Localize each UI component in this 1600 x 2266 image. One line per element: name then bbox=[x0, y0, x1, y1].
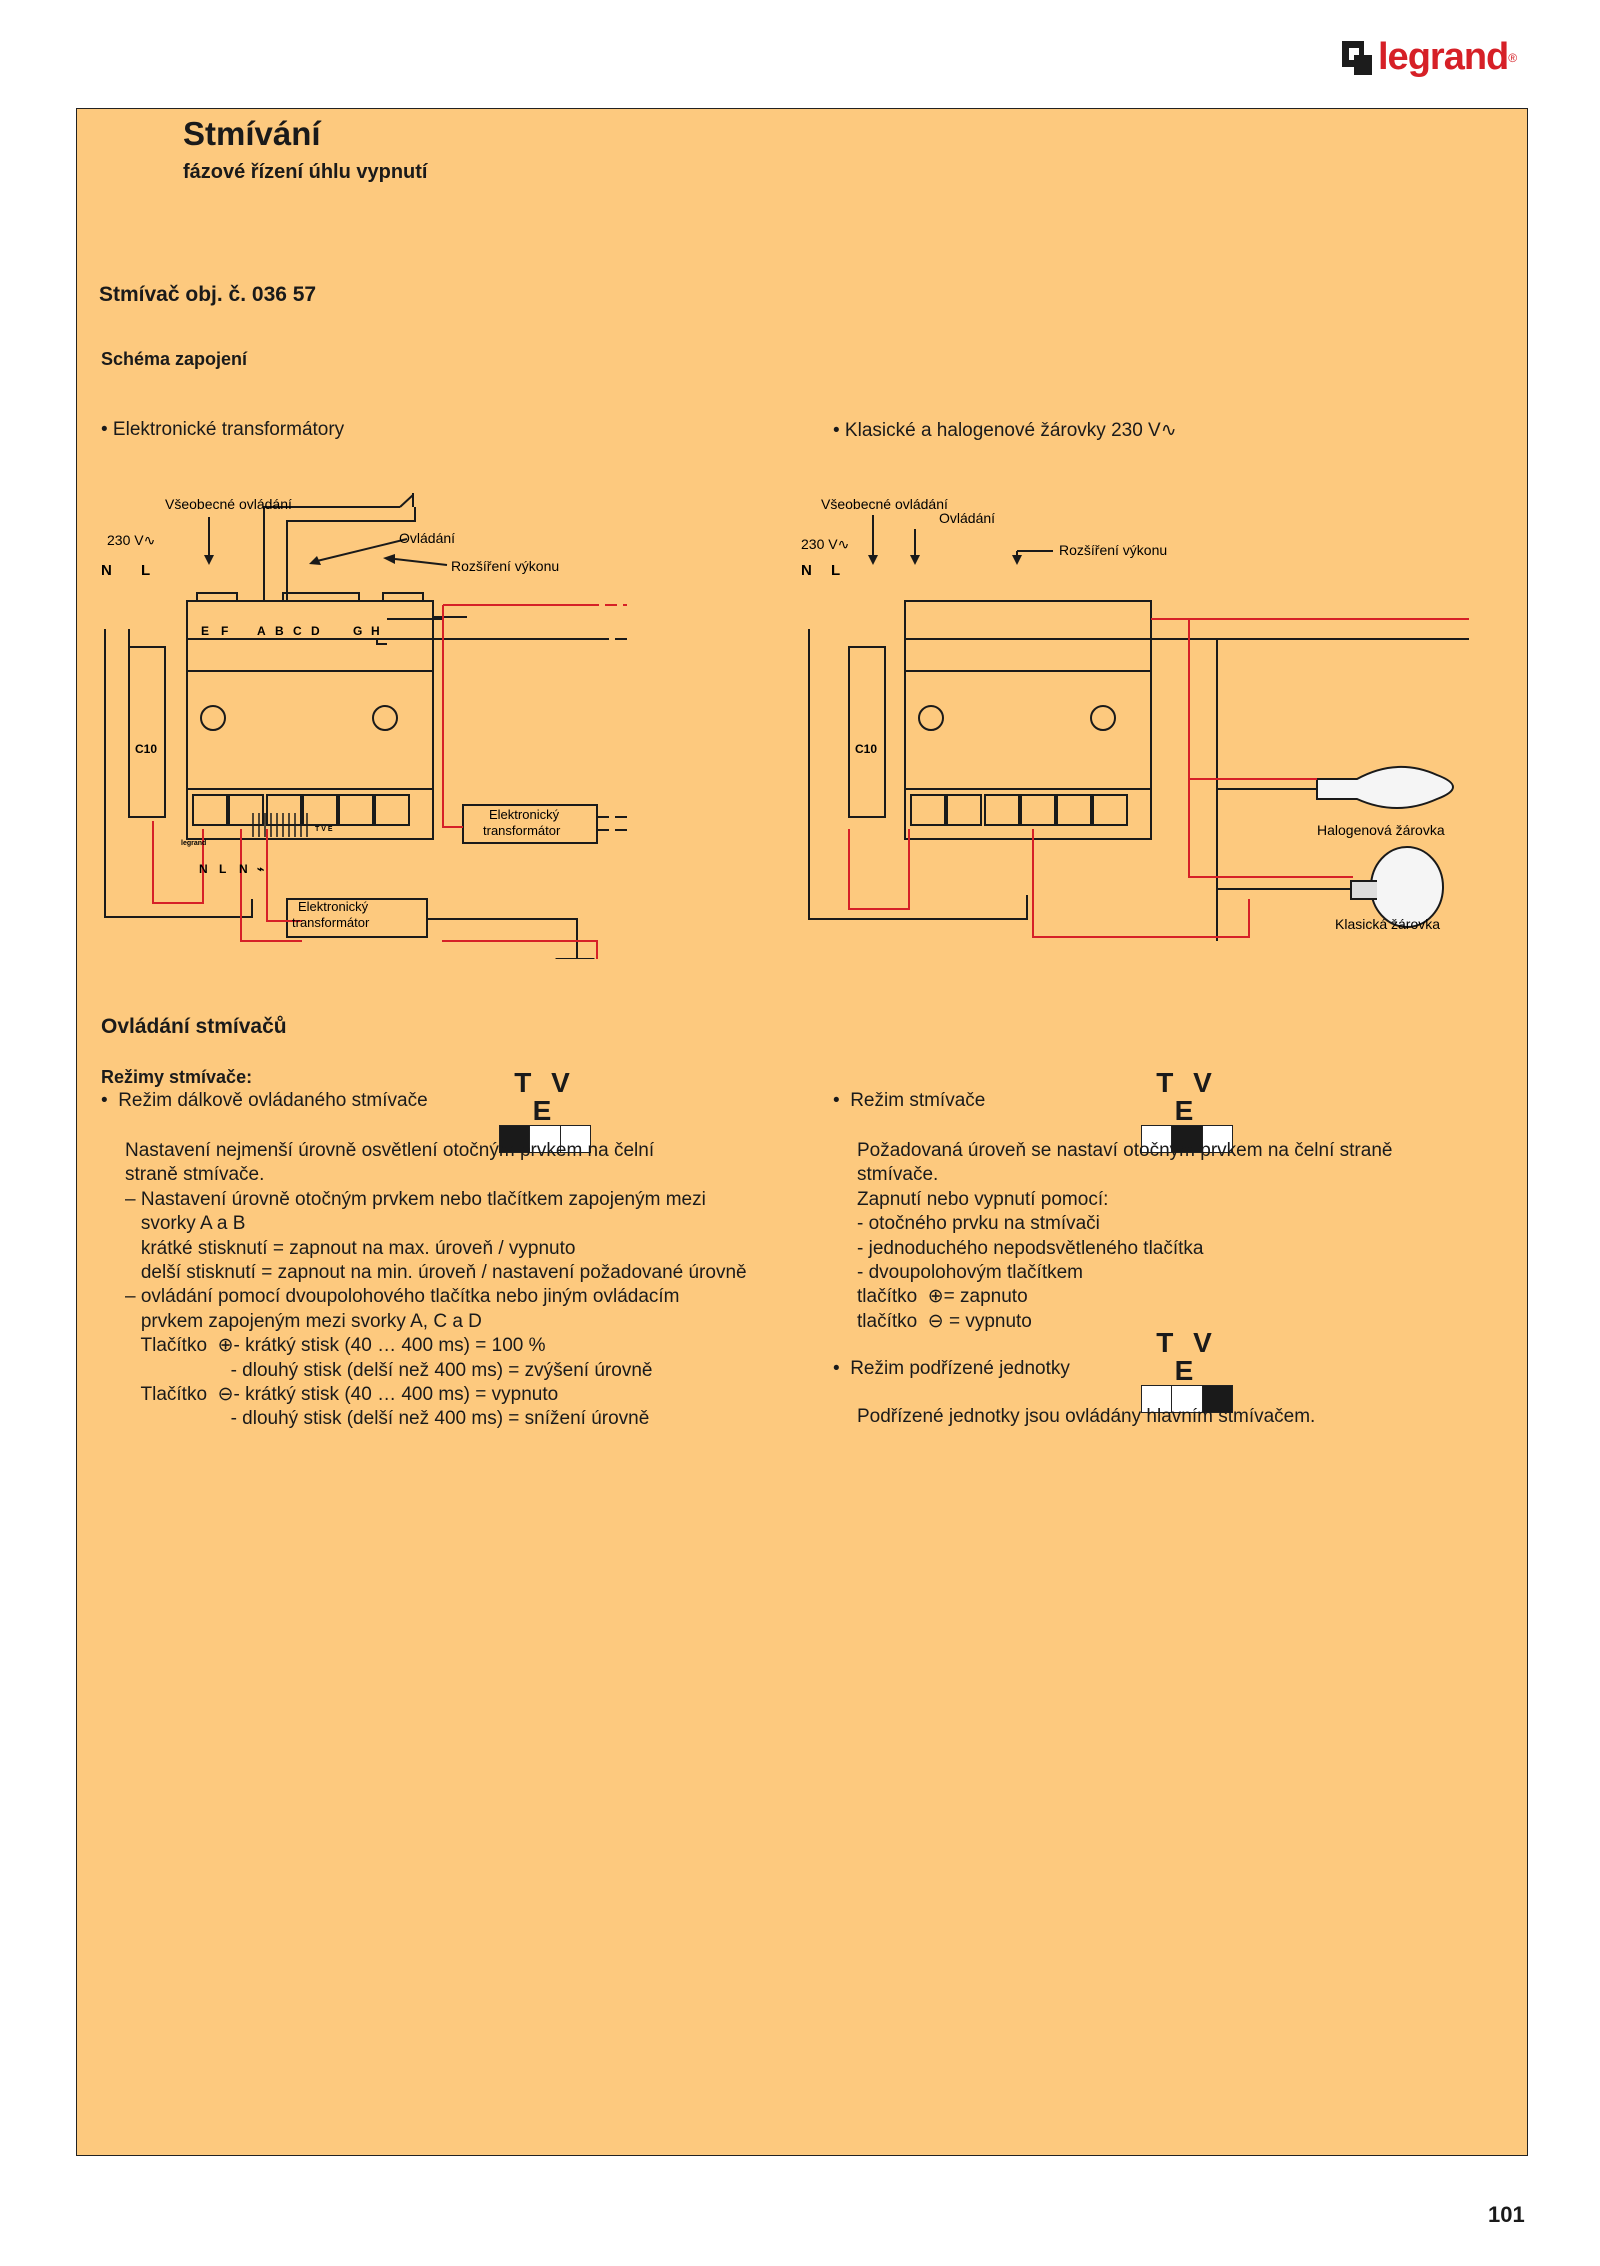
remote-line-10: - dlouhý stisk (delší než 400 ms) = zvýš… bbox=[125, 1359, 653, 1381]
remote-tve-letters: T V E bbox=[514, 1067, 576, 1126]
legrand-logo: legrand ® bbox=[1342, 36, 1517, 79]
dimmer-line-8: tlačítko ⊖ = vypnuto bbox=[857, 1310, 1032, 1332]
left-terminal-a: A bbox=[257, 624, 266, 638]
dimmer-line-7: tlačítko ⊕= zapnuto bbox=[857, 1286, 1028, 1308]
left-power-ext-label: Rozšíření výkonu bbox=[451, 558, 559, 574]
page-title: Stmívání bbox=[183, 115, 321, 152]
left-terminal-e: E bbox=[201, 624, 209, 638]
right-l-label: L bbox=[831, 562, 840, 579]
left-lower-transformer-label-1: Elektronický bbox=[298, 899, 369, 914]
schema-heading: Schéma zapojení bbox=[101, 349, 248, 369]
dimmer-line-5: - jednoduchého nepodsvětleného tlačítka bbox=[857, 1237, 1204, 1259]
left-terminal-g: G bbox=[353, 624, 362, 638]
left-terminal-n2: N bbox=[239, 862, 248, 876]
left-general-control-label: Všeobecné ovládání bbox=[165, 496, 292, 512]
remote-line-5: krátké stisknutí = zapnout na max. úrove… bbox=[125, 1237, 576, 1259]
right-diagram-caption: • Klasické a halogenové žárovky 230 V∿ bbox=[833, 420, 1177, 441]
dimmer-tve-boxes bbox=[1141, 1125, 1233, 1153]
slave-tve-indicator: T V E bbox=[1139, 1329, 1235, 1413]
remote-line-4: svorky A a B bbox=[125, 1213, 246, 1235]
remote-line-3: – Nastavení úrovně otočným prvkem nebo t… bbox=[125, 1188, 706, 1210]
left-tve-mini: T V E bbox=[315, 826, 333, 833]
dimmer-line-1: Požadovaná úroveň se nastaví otočným prv… bbox=[857, 1140, 1393, 1161]
slave-mode-title: • Režim podřízené jednotky bbox=[833, 1358, 1070, 1379]
tve-box-e bbox=[1202, 1126, 1232, 1152]
tve-box-e bbox=[560, 1126, 590, 1152]
slave-mode-body: Podřízené jednotky jsou ovládány hlavním… bbox=[857, 1406, 1316, 1427]
controls-heading: Ovládání stmívačů bbox=[101, 1015, 287, 1038]
brand-name: legrand bbox=[1378, 36, 1509, 78]
page-subtitle: fázové řízení úhlu vypnutí bbox=[183, 161, 428, 183]
right-n-label: N bbox=[801, 562, 812, 579]
left-transformer-label-2: transformátor bbox=[483, 823, 561, 838]
left-lower-transformer-label-2: transformátor bbox=[292, 915, 370, 930]
product-heading: Stmívač obj. č. 036 57 bbox=[99, 283, 317, 306]
right-classic-label: Klasická žárovka bbox=[1335, 916, 1440, 932]
right-halogen-label: Halogenová žárovka bbox=[1317, 822, 1445, 838]
left-terminal-l1: L bbox=[219, 862, 226, 876]
tve-box-v bbox=[1172, 1386, 1203, 1412]
right-power-ext-label: Rozšíření výkonu bbox=[1059, 542, 1167, 558]
remote-line-8: prvkem zapojeným mezi svorky A, C a D bbox=[125, 1310, 482, 1332]
left-voltage-label: 230 V∿ bbox=[107, 532, 155, 548]
registered-mark: ® bbox=[1508, 50, 1518, 65]
remote-mode-body: Nastavení nejmenší úrovně osvětlení otoč… bbox=[125, 1139, 747, 1432]
tve-box-t bbox=[1142, 1386, 1173, 1412]
remote-line-6: delší stisknutí = zapnout na min. úroveň… bbox=[125, 1262, 747, 1284]
dimmer-line-2: stmívače. bbox=[857, 1164, 939, 1186]
remote-line-7: – ovládání pomocí dvoupolohového tlačítk… bbox=[125, 1286, 680, 1308]
remote-line-12: - dlouhý stisk (delší než 400 ms) = sníž… bbox=[125, 1408, 650, 1430]
dimmer-line-3: Zapnutí nebo vypnutí pomocí: bbox=[857, 1188, 1109, 1210]
dimmer-tve-letters: T V E bbox=[1156, 1067, 1218, 1126]
dimmer-tve-indicator: T V E bbox=[1139, 1069, 1235, 1153]
left-terminal-f: F bbox=[221, 624, 228, 638]
remote-line-11: Tlačítko ⊖- krátký stisk (40 … 400 ms) =… bbox=[125, 1384, 559, 1406]
right-voltage-label: 230 V∿ bbox=[801, 536, 849, 552]
left-vent-slots bbox=[252, 813, 308, 837]
left-transformer-label-1: Elektronický bbox=[489, 807, 560, 822]
remote-tve-indicator: T V E bbox=[497, 1069, 593, 1153]
left-terminal-d: D bbox=[311, 624, 320, 638]
tve-box-t bbox=[500, 1126, 531, 1152]
dimmer-line-6: - dvoupolohovým tlačítkem bbox=[857, 1262, 1083, 1284]
left-wiring-diagram: Všeobecné ovládání 230 V∿ Ovládání Rozší… bbox=[101, 493, 633, 959]
left-diagram-caption: • Elektronické transformátory bbox=[101, 419, 345, 440]
modes-heading: Režimy stmívače: bbox=[101, 1067, 253, 1087]
page-number: 101 bbox=[1488, 2202, 1525, 2227]
left-brand-small: legrand bbox=[181, 840, 206, 847]
tve-box-e bbox=[1202, 1386, 1232, 1412]
slave-tve-letters: T V E bbox=[1156, 1327, 1218, 1386]
remote-mode-title: • Režim dálkově ovládaného stmívače bbox=[101, 1090, 428, 1111]
dimmer-mode-title: • Režim stmívače bbox=[833, 1090, 986, 1111]
slave-tve-boxes bbox=[1141, 1385, 1233, 1413]
right-breaker-label: C10 bbox=[855, 742, 877, 756]
tve-box-t bbox=[1142, 1126, 1173, 1152]
left-terminal-h: H bbox=[371, 624, 380, 638]
left-terminal-c: C bbox=[293, 624, 302, 638]
left-breaker-label: C10 bbox=[135, 742, 157, 756]
dimmer-line-4: - otočného prvku na stmívači bbox=[857, 1213, 1100, 1235]
left-n-label: N bbox=[101, 562, 112, 579]
left-l-label: L bbox=[141, 562, 150, 579]
left-terminal-load: ⌁ bbox=[257, 862, 264, 876]
remote-line-9: Tlačítko ⊕- krátký stisk (40 … 400 ms) =… bbox=[125, 1335, 546, 1357]
tve-box-v bbox=[1172, 1126, 1203, 1152]
right-general-control-label: Všeobecné ovládání bbox=[821, 496, 948, 512]
left-terminal-n1: N bbox=[199, 862, 208, 876]
content-panel: Stmívání fázové řízení úhlu vypnutí Stmí… bbox=[76, 108, 1528, 2156]
right-wiring-diagram: Všeobecné ovládání Ovládání Rozšíření vý… bbox=[801, 496, 1469, 941]
right-control-label: Ovládání bbox=[939, 510, 995, 526]
remote-tve-boxes bbox=[499, 1125, 591, 1153]
left-control-label: Ovládání bbox=[399, 530, 455, 546]
remote-line-1: Nastavení nejmenší úrovně osvětlení otoč… bbox=[125, 1140, 655, 1161]
remote-line-2: straně stmívače. bbox=[125, 1164, 265, 1186]
dimmer-mode-body: Požadovaná úroveň se nastaví otočným prv… bbox=[857, 1139, 1392, 1334]
tve-box-v bbox=[530, 1126, 561, 1152]
legrand-logo-icon bbox=[1342, 40, 1372, 75]
left-terminal-b: B bbox=[275, 624, 284, 638]
